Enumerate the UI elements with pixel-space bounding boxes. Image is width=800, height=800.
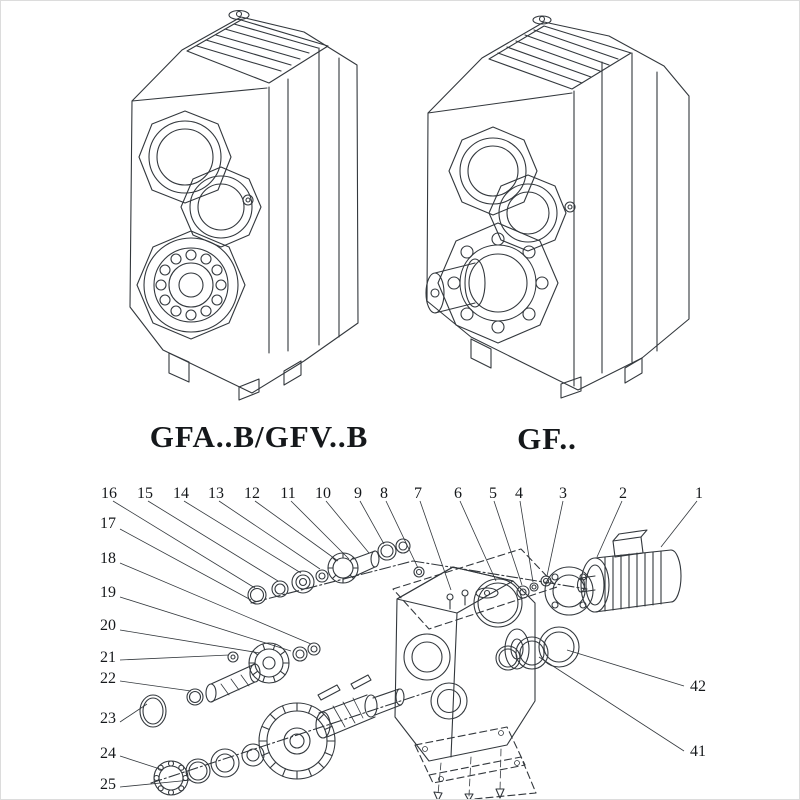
callout-9: 9 xyxy=(354,485,362,502)
motor-part xyxy=(576,529,682,613)
callout-14: 14 xyxy=(173,485,189,502)
motor-adapter-parts xyxy=(473,566,594,628)
callout-20: 20 xyxy=(100,617,116,634)
seal-ring-parts xyxy=(495,626,580,671)
callout-5: 5 xyxy=(489,485,497,502)
side-plug-icon xyxy=(564,201,576,213)
callout-10: 10 xyxy=(315,485,331,502)
upper-bore-boss xyxy=(138,110,232,204)
cooling-fins xyxy=(488,25,632,90)
callout-11: 11 xyxy=(280,485,295,502)
gearbox-drawing-flange-mounted xyxy=(425,15,690,399)
terminal-box xyxy=(612,536,644,558)
callout-13: 13 xyxy=(208,485,224,502)
callout-4: 4 xyxy=(515,485,523,502)
callout-15: 15 xyxy=(137,485,153,502)
side-plug-icon xyxy=(242,194,254,206)
callout-24: 24 xyxy=(100,745,116,762)
oil-plug-icon xyxy=(228,9,250,21)
callout-16: 16 xyxy=(101,485,117,502)
housing-bolt-icon xyxy=(461,589,469,597)
callout-23: 23 xyxy=(100,710,116,727)
callout-6: 6 xyxy=(454,485,462,502)
exploded-view: 16 15 14 13 12 11 10 9 8 7 6 5 4 3 2 1 1… xyxy=(100,485,706,799)
second-bore-boss xyxy=(180,166,262,248)
callout-18: 18 xyxy=(100,550,116,567)
leader-lines xyxy=(112,500,698,788)
gearbox-drawing-shaft-mounted xyxy=(129,9,359,401)
callout-2: 2 xyxy=(619,485,627,502)
callout-22: 22 xyxy=(100,670,116,687)
output-flange xyxy=(437,222,559,344)
output-shaft xyxy=(425,258,486,314)
callout-1: 1 xyxy=(695,485,703,502)
callout-8: 8 xyxy=(380,485,388,502)
upper-bore-boss xyxy=(448,126,538,216)
cooling-fins xyxy=(186,19,329,84)
intermediate-gear-parts xyxy=(139,642,321,728)
callout-41: 41 xyxy=(690,743,706,760)
left-model-label: GFA..B/GFV..B xyxy=(150,419,369,454)
housing-part xyxy=(394,566,536,762)
output-bearing-boss xyxy=(136,230,246,340)
callout-numbers: 16 15 14 13 12 11 10 9 8 7 6 5 4 3 2 1 1… xyxy=(100,485,706,793)
callout-3: 3 xyxy=(559,485,567,502)
callout-17: 17 xyxy=(100,515,116,532)
housing-bolt-icon xyxy=(446,593,454,601)
gasket-and-cover xyxy=(414,726,537,799)
callout-25: 25 xyxy=(100,776,116,793)
callout-7: 7 xyxy=(414,485,422,502)
callout-42: 42 xyxy=(690,678,706,695)
output-gear-parts xyxy=(153,674,405,796)
callout-21: 21 xyxy=(100,649,116,666)
right-model-label: GF.. xyxy=(517,421,577,456)
key-part xyxy=(317,684,341,701)
callout-19: 19 xyxy=(100,584,116,601)
key-part xyxy=(350,674,372,690)
second-bore-boss xyxy=(488,174,567,252)
callout-12: 12 xyxy=(244,485,260,502)
